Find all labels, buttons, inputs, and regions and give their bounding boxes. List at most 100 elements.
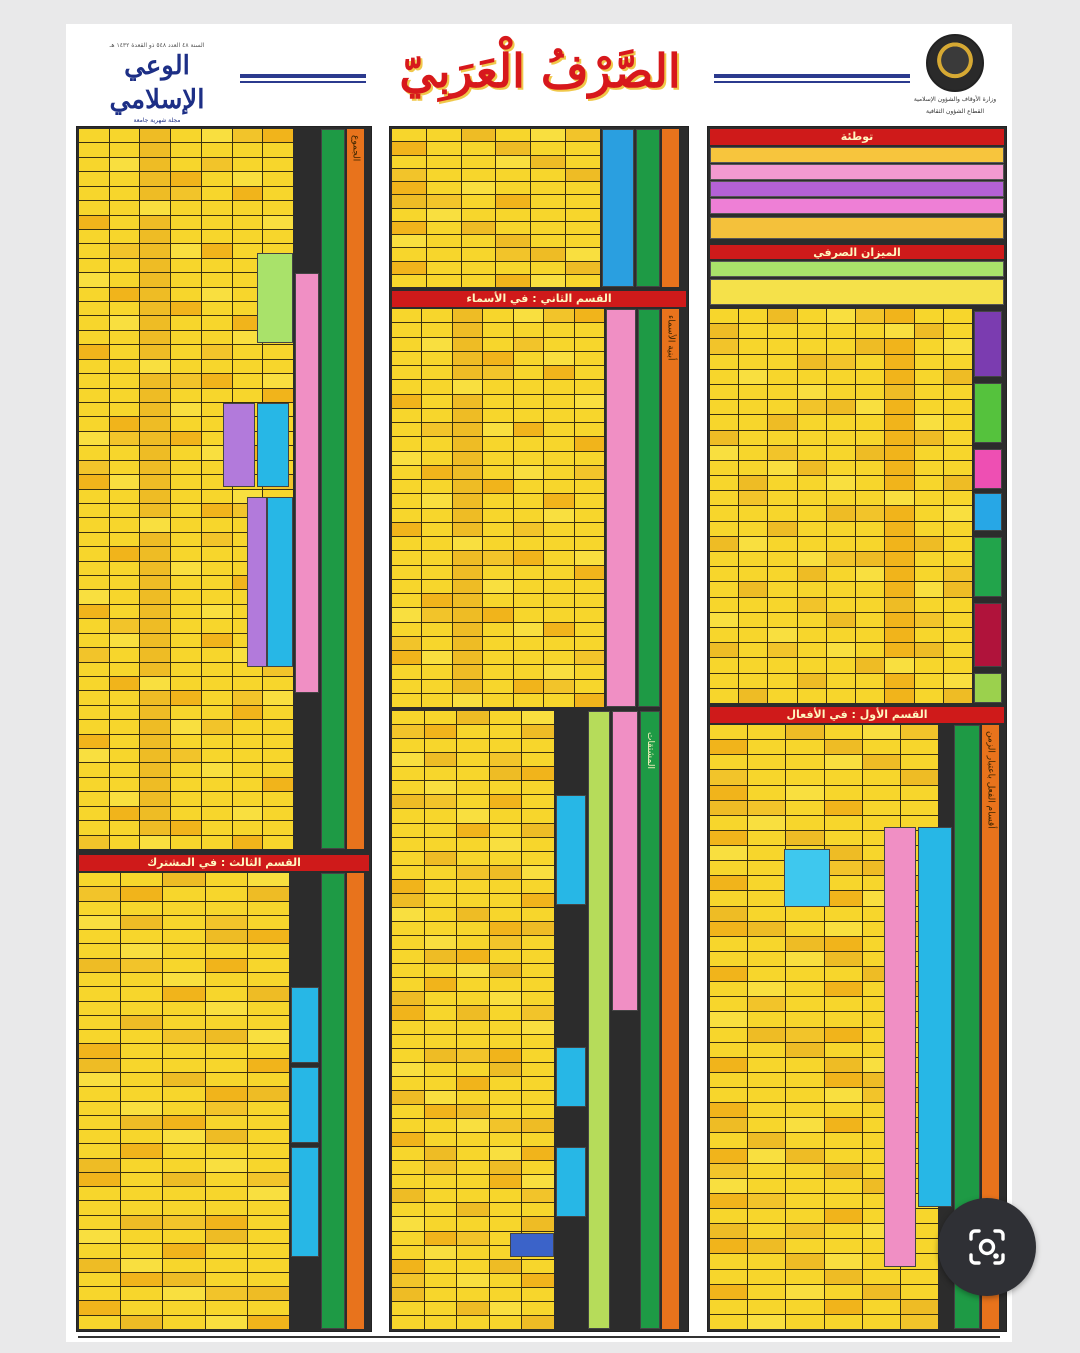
table-cell bbox=[900, 800, 938, 815]
plurals-table bbox=[79, 129, 293, 849]
table-cell bbox=[424, 1104, 457, 1118]
table-cell bbox=[826, 369, 856, 384]
table-cell bbox=[201, 287, 232, 302]
table-cell bbox=[483, 693, 513, 707]
table-cell bbox=[121, 1287, 163, 1301]
table-cell bbox=[79, 720, 109, 734]
table-cell bbox=[392, 594, 422, 608]
table-cell bbox=[392, 1217, 424, 1231]
table-cell bbox=[797, 582, 826, 597]
table-cell bbox=[171, 691, 201, 705]
table-cell bbox=[710, 1027, 748, 1042]
table-cell bbox=[826, 567, 856, 582]
table-cell bbox=[914, 445, 943, 460]
table-cell bbox=[824, 1299, 862, 1314]
intro-row-2 bbox=[710, 164, 1004, 180]
table-cell bbox=[748, 1314, 786, 1329]
table-cell bbox=[786, 770, 824, 785]
table-cell bbox=[522, 992, 554, 1006]
derivatives-tag-pink bbox=[612, 711, 638, 1011]
table-cell bbox=[121, 1130, 163, 1144]
table-cell bbox=[121, 1044, 163, 1058]
table-cell bbox=[824, 1057, 862, 1072]
lens-button[interactable] bbox=[938, 1198, 1036, 1296]
table-cell bbox=[121, 972, 163, 987]
table-cell bbox=[79, 915, 121, 930]
table-cell bbox=[544, 551, 574, 565]
table-cell bbox=[171, 157, 201, 172]
table-cell bbox=[489, 1189, 522, 1203]
table-cell bbox=[489, 907, 522, 922]
table-cell bbox=[109, 201, 140, 215]
table-cell bbox=[452, 423, 483, 437]
table-cell bbox=[824, 891, 862, 906]
table-cell bbox=[710, 861, 748, 876]
table-cell bbox=[392, 1231, 424, 1245]
table-cell bbox=[171, 302, 201, 316]
table-cell bbox=[452, 522, 483, 536]
table-cell bbox=[109, 503, 140, 518]
table-cell bbox=[900, 1299, 938, 1314]
table-cell bbox=[748, 755, 786, 770]
table-cell bbox=[392, 408, 422, 422]
table-cell bbox=[914, 384, 943, 400]
table-cell bbox=[489, 950, 522, 964]
poster-bottom-rule bbox=[78, 1336, 1000, 1338]
table-cell bbox=[392, 1006, 424, 1020]
table-cell bbox=[797, 430, 826, 445]
table-cell bbox=[79, 1072, 121, 1087]
table-cell bbox=[140, 720, 171, 734]
table-cell bbox=[856, 476, 885, 491]
table-cell bbox=[392, 508, 422, 522]
table-cell bbox=[424, 795, 457, 809]
table-cell bbox=[232, 143, 263, 157]
table-cell bbox=[109, 302, 140, 316]
table-cell bbox=[862, 1314, 900, 1329]
table-cell bbox=[422, 465, 452, 479]
table-cell bbox=[914, 582, 943, 597]
table-cell bbox=[943, 400, 972, 415]
table-cell bbox=[79, 1215, 121, 1230]
table-cell bbox=[247, 1072, 289, 1087]
table-cell bbox=[247, 958, 289, 972]
table-cell bbox=[205, 887, 247, 901]
table-cell bbox=[79, 1030, 121, 1044]
table-cell bbox=[544, 651, 574, 665]
table-cell bbox=[79, 402, 109, 417]
table-cell bbox=[768, 612, 797, 628]
table-cell bbox=[768, 400, 797, 415]
table-cell bbox=[710, 1239, 748, 1254]
table-cell bbox=[710, 770, 748, 785]
table-cell bbox=[489, 1020, 522, 1034]
table-cell bbox=[201, 576, 232, 590]
table-cell bbox=[121, 987, 163, 1001]
table-cell bbox=[121, 1230, 163, 1244]
table-cell bbox=[797, 552, 826, 567]
table-cell bbox=[121, 1172, 163, 1187]
table-cell bbox=[201, 806, 232, 821]
table-cell bbox=[140, 345, 171, 359]
table-cell bbox=[79, 157, 109, 172]
table-cell bbox=[457, 767, 489, 781]
table-cell bbox=[201, 763, 232, 777]
middle-top-tag-blue bbox=[602, 129, 634, 287]
table-cell bbox=[748, 1224, 786, 1239]
table-cell bbox=[748, 1209, 786, 1224]
table-cell bbox=[392, 725, 424, 739]
table-cell bbox=[489, 1048, 522, 1062]
table-cell bbox=[943, 567, 972, 582]
table-cell bbox=[786, 1088, 824, 1103]
table-cell bbox=[163, 915, 205, 930]
table-cell bbox=[247, 1187, 289, 1201]
table-cell bbox=[748, 921, 786, 936]
table-cell bbox=[522, 879, 554, 893]
table-cell bbox=[574, 693, 604, 707]
table-cell bbox=[531, 261, 566, 274]
table-cell bbox=[496, 182, 531, 195]
table-cell bbox=[424, 809, 457, 823]
table-cell bbox=[574, 366, 604, 380]
table-cell bbox=[710, 521, 739, 536]
plurals-tag-cyan-tall bbox=[267, 497, 293, 667]
table-cell bbox=[797, 354, 826, 369]
table-cell bbox=[424, 922, 457, 936]
